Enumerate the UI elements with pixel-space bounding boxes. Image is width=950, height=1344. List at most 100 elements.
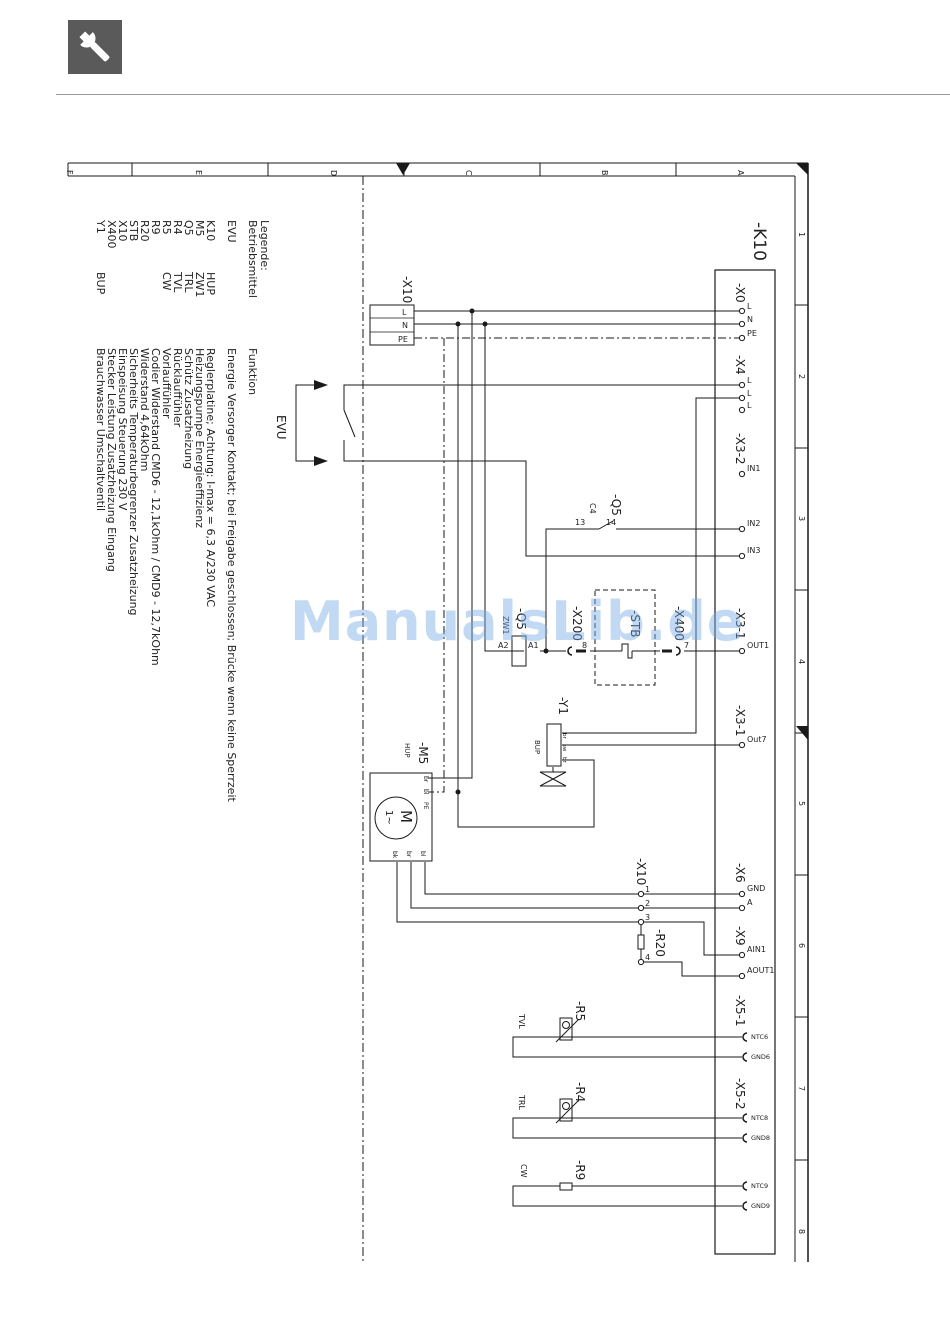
legend-function-title: Funktion — [246, 348, 259, 395]
legend-subtitle: Betriebsmittel — [246, 220, 259, 298]
row-label-2: 2 — [797, 374, 806, 379]
col-label-f: F — [65, 170, 74, 175]
r9-resistor — [559, 1182, 573, 1191]
r9-label: -R9 — [573, 1160, 587, 1180]
row-label-3: 3 — [797, 516, 806, 521]
pin-in1: IN1 — [747, 464, 760, 473]
frame-column-labels: A B C D E F — [65, 170, 745, 176]
header-icon-box — [68, 20, 122, 74]
m5-wire-top-bl: bl — [422, 789, 429, 795]
x200-plug — [567, 646, 586, 656]
m5-sub: HUP — [403, 743, 411, 758]
m5-wire-top-pe: PE — [422, 802, 429, 810]
x10-signal-pin-1: 1 — [645, 885, 650, 894]
legend-code-9: X10 — [116, 220, 129, 242]
y1-label: -Y1 — [556, 697, 570, 715]
controller-plug-pin-labels: NTC6 GND6 NTC8 GND8 NTC9 GND9 — [751, 1033, 770, 1210]
wrench-icon — [79, 31, 110, 62]
pin-x4-l3: L — [747, 401, 752, 410]
legend-short-1: HUP — [204, 272, 217, 295]
r4-sensor — [555, 1098, 579, 1124]
x0-label: -X0 — [733, 283, 747, 303]
pin-in2: IN2 — [747, 519, 760, 528]
y1-valve-symbol — [539, 771, 567, 787]
col-label-d: D — [329, 170, 338, 176]
x10-signal-terminals — [637, 890, 645, 966]
r5-sensor — [555, 1017, 579, 1043]
legend-text-11: Brauchwasser Umschaltventil — [94, 348, 107, 511]
y1-wire-labels: br sw br — [561, 733, 567, 763]
x10-signal-label: -X10 — [634, 858, 648, 885]
m5-label: -M5 — [416, 742, 430, 764]
x200-label: -X200 — [570, 606, 584, 641]
y1-wire-3: br — [561, 757, 567, 763]
pin-aout1: AOUT1 — [747, 966, 774, 975]
col-label-e: E — [194, 170, 203, 175]
legend-text-2: Heizungspumpe Energieeffizienz — [193, 348, 206, 528]
x10-signal-pin-4: 4 — [645, 953, 650, 962]
watermark: ManualsLib.de — [290, 590, 745, 653]
row-label-4: 4 — [797, 659, 806, 664]
frame-row-labels: 1 2 3 4 5 6 7 8 — [797, 232, 806, 1234]
col-label-a: A — [736, 170, 745, 176]
wires — [343, 310, 742, 1207]
x10-supply-label: -X10 — [400, 276, 414, 303]
legend-short-5: CW — [160, 272, 173, 291]
m5-motor-circle — [374, 796, 418, 840]
legend-code-0: EVU — [225, 220, 238, 243]
q5-coil — [511, 635, 527, 667]
legend-short-11: BUP — [94, 272, 107, 295]
legend-code-8: STB — [127, 220, 140, 241]
m5-wire-bot-bl: bl — [419, 851, 426, 857]
header-rule — [56, 94, 950, 95]
m5-wire-bot-br: br — [405, 851, 412, 858]
evu-arrows — [314, 380, 328, 466]
x10-pin-n: N — [402, 321, 408, 330]
q5-pin-14: 14 — [606, 518, 616, 527]
controller-plug-terminals — [742, 1032, 748, 1211]
r20-resistor — [637, 934, 645, 950]
x10-supply-terminal — [369, 304, 415, 346]
legend-text-1: Reglerplatine; Achtung: I-max = 6,3 A/23… — [204, 348, 217, 607]
x200-pin: 8 — [582, 641, 587, 650]
x10-signal-pins: 1 2 3 4 — [645, 885, 650, 962]
controller-label: -K10 — [749, 222, 769, 261]
legend-code-5: R5 — [160, 220, 173, 235]
pin-x0-pe: PE — [747, 329, 757, 338]
controller-pin-labels: L N PE L L L IN1 IN2 IN3 OUT1 Out7 GND A… — [747, 302, 774, 975]
legend-code-11: Y1 — [94, 219, 107, 234]
legend-text-4: Rücklauffühler — [171, 348, 184, 428]
m5-wire-bot-bk: bk — [391, 851, 398, 859]
x10-signal-pin-3: 3 — [645, 913, 650, 922]
pin-x0-n: N — [747, 315, 753, 324]
q5-coil-sub: ZW1 — [501, 616, 510, 634]
x9-label: -X9 — [733, 926, 747, 946]
pin-ain1: AIN1 — [747, 945, 766, 954]
evu-label: EVU — [274, 415, 288, 440]
x5-2-label: -X5-2 — [733, 1078, 747, 1110]
row-label-7: 7 — [797, 1086, 806, 1091]
row-label-5: 5 — [797, 801, 806, 806]
q5-coil-a1: A1 — [528, 641, 539, 650]
legend-text-6: Codier Widerstand CMD6 - 12,1kOhm / CMD9… — [149, 348, 162, 666]
legend-code-3: Q5 — [182, 220, 195, 236]
r4-label: -R4 — [573, 1082, 587, 1102]
x400-label: -X400 — [672, 606, 686, 641]
legend-text-9: Einspeisung Steuerung 230 V — [116, 348, 129, 511]
x10-pin-l: L — [402, 308, 407, 317]
drawing-frame — [67, 162, 809, 1262]
r5-label: -R5 — [573, 1001, 587, 1021]
x10-signal-pin-2: 2 — [645, 899, 650, 908]
x400-plug — [662, 646, 681, 656]
r4-sub: TRL — [517, 1094, 526, 1110]
frame-markers — [396, 163, 808, 740]
y1-sub: BUP — [533, 740, 541, 754]
wire-junctions — [455, 308, 549, 795]
pin-ntc6: NTC6 — [751, 1033, 768, 1041]
pin-ntc9: NTC9 — [751, 1182, 768, 1190]
y1-wire-2: sw — [561, 744, 567, 752]
x10-supply-pins: L N PE — [398, 308, 408, 344]
pin-out7: Out7 — [747, 735, 767, 744]
x10-pin-pe: PE — [398, 335, 408, 344]
y1-wire-1: br — [561, 733, 567, 739]
